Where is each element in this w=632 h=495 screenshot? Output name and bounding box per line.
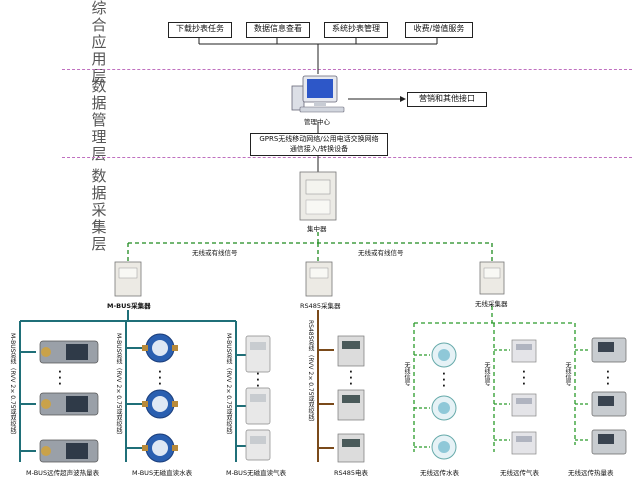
wireless-water-meter-icon-2: [431, 395, 457, 421]
wireless-gas-meter-icon-2: [511, 393, 537, 417]
network-access-box: GPRS无线移动网络/公用电话交换网络 通信接入/转换设备: [250, 133, 388, 156]
wireless-signal-label-b: 无线信号: [483, 362, 490, 386]
ellipsis-water: · · ·: [158, 367, 162, 390]
electric-meter-label: RS485电表: [334, 469, 369, 477]
wireless-water-meter-label: 无线远传水表: [420, 469, 459, 477]
layer-separator-2: [62, 157, 632, 158]
wireless-heat-meter-icon-1: [591, 337, 627, 363]
mbus-bus-label-b: M-BUS总线（RVV 2×0.75或双绞线）: [115, 333, 122, 439]
service-download-tasks: 下载抄表任务: [168, 22, 232, 38]
heat-meter-icon-2: [39, 392, 99, 416]
mbus-collector-label: M-BUS采集器: [107, 302, 151, 310]
mbus-bus-label-a: M-BUS总线（RVV 2×0.75或双绞线）: [9, 333, 16, 439]
ellipsis-wireless-heat: · · ·: [606, 367, 610, 390]
concentrator-label: 集中器: [307, 225, 327, 233]
wireless-gas-meter-label: 无线远传气表: [500, 469, 539, 477]
wireless-gas-meter-icon-3: [511, 431, 537, 455]
management-center-label: 管理中心: [304, 118, 330, 126]
electric-meter-icon-2: [337, 389, 365, 421]
heat-meter-icon-1: [39, 340, 99, 364]
wireless-signal-label-a: 无线信号: [403, 362, 410, 386]
link-label-right: 无线或有线信号: [358, 249, 404, 257]
marketing-interface-box: 营销和其他接口: [407, 92, 487, 107]
rs485-bus-label: RS485总线（RVV 2×0.75或双绞线）: [307, 320, 314, 426]
ellipsis-wireless-water: · · ·: [442, 369, 446, 392]
electric-meter-icon-1: [337, 335, 365, 367]
service-billing: 收费/增值服务: [405, 22, 473, 38]
ellipsis-gas: · · ·: [256, 369, 260, 392]
wireless-water-meter-icon-1: [431, 342, 457, 368]
water-meter-icon-1: [142, 333, 178, 363]
service-reading-management: 系统抄表管理: [324, 22, 388, 38]
gas-meter-label: M-BUS无磁直读气表: [226, 469, 287, 477]
gas-meter-icon-1: [245, 335, 271, 373]
gas-meter-icon-2: [245, 387, 271, 425]
rs485-collector-label: RS485采集器: [300, 302, 341, 310]
layer-label-app: 综合应用层: [91, 0, 107, 85]
wireless-water-meter-icon-3: [431, 434, 457, 460]
heat-meter-icon-3: [39, 439, 99, 463]
gas-meter-icon-3: [245, 429, 271, 461]
mbus-bus-label-c: M-BUS总线（RVV 2×0.75或双绞线）: [225, 333, 232, 439]
layer-separator-1: [62, 69, 632, 70]
water-meter-icon-2: [142, 389, 178, 419]
wireless-signal-label-c: 无线信号: [564, 362, 571, 386]
heat-meter-label: M-BUS远传超声波热量表: [26, 469, 100, 477]
network-line-2: 通信接入/转换设备: [289, 145, 349, 153]
layer-label-data-management: 数据管理层: [91, 77, 107, 163]
layer-label-data-collection: 数据采集层: [91, 167, 107, 253]
wireless-heat-meter-icon-2: [591, 391, 627, 417]
network-line-1: GPRS无线移动网络/公用电话交换网络: [259, 135, 379, 143]
ellipsis-heat: · · ·: [58, 367, 62, 390]
service-data-view: 数据信息查看: [246, 22, 310, 38]
water-meter-icon-3: [142, 433, 178, 463]
wireless-collector-label: 无线采集器: [475, 300, 508, 308]
link-label-left: 无线或有线信号: [192, 249, 238, 257]
water-meter-label: M-BUS无磁直读水表: [132, 469, 193, 477]
wireless-gas-meter-icon-1: [511, 339, 537, 363]
electric-meter-icon-3: [337, 433, 365, 463]
ellipsis-electric: · · ·: [349, 367, 353, 390]
wireless-heat-meter-label: 无线远传热量表: [568, 469, 614, 477]
wireless-heat-meter-icon-3: [591, 429, 627, 455]
ellipsis-wireless-gas: · · ·: [522, 367, 526, 390]
